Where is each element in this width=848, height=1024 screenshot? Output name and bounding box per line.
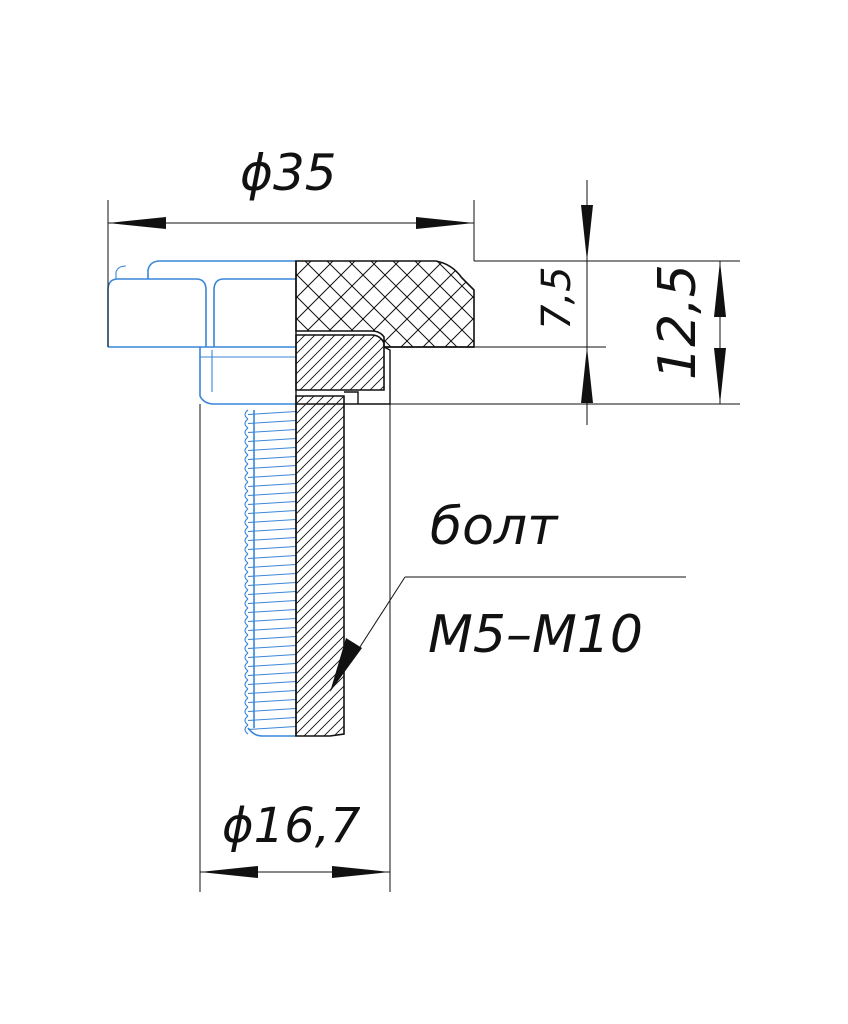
dim-total-height: 12,5 (390, 261, 740, 405)
callout-bolt-label: болт (430, 497, 559, 557)
thread-lines (244, 409, 297, 735)
callout-size-label: M5–M10 (428, 605, 643, 665)
knob-left-half (107, 260, 296, 405)
dim-thread-diameter-label: ϕ16,7 (222, 798, 361, 854)
thread-edge (247, 410, 296, 737)
dim-total-height-label: 12,5 (648, 264, 708, 380)
knob-section (295, 260, 475, 737)
thread-left-half (244, 409, 297, 737)
dim-head-height: 7,5 (384, 180, 740, 425)
dim-head-diameter: ϕ35 (107, 144, 475, 347)
dim-head-height-label: 7,5 (534, 266, 580, 330)
bolt-callout: болт M5–M10 (330, 497, 686, 692)
dim-thread-diameter: ϕ16,7 (199, 404, 391, 892)
dim-head-diameter-label: ϕ35 (240, 144, 337, 202)
